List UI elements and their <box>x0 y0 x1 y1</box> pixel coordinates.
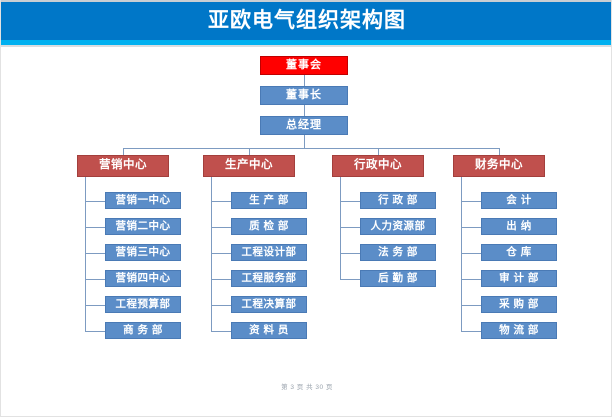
node-finance-child-2: 出 纳 <box>481 218 557 235</box>
node-label: 生 产 部 <box>249 194 289 207</box>
connector-bus-to-administration <box>378 148 379 155</box>
node-label: 后 勤 部 <box>378 272 418 285</box>
node-marketing-child-1: 营销一中心 <box>105 192 181 209</box>
connector-board-to-chairman <box>304 75 305 86</box>
node-label: 工程设计部 <box>241 246 297 259</box>
node-production-child-2: 质 检 部 <box>231 218 307 235</box>
node-label: 营销一中心 <box>115 194 171 207</box>
node-label: 物 流 部 <box>499 324 539 337</box>
node-label: 工程预算部 <box>115 298 171 311</box>
node-label: 采 购 部 <box>499 298 539 311</box>
node-finance-child-6: 物 流 部 <box>481 322 557 339</box>
node-administration-child-2: 人力资源部 <box>360 218 436 235</box>
node-label: 董事长 <box>286 89 322 101</box>
connector-spine-marketing <box>85 177 86 331</box>
node-production-child-1: 生 产 部 <box>231 192 307 209</box>
node-label: 财务中心 <box>475 159 523 172</box>
node-center-marketing: 营销中心 <box>77 155 169 177</box>
node-label: 营销四中心 <box>115 272 171 285</box>
connector-bus-to-production <box>249 148 250 155</box>
node-label: 行 政 部 <box>378 194 418 207</box>
connector-stub-marketing-4 <box>85 278 105 280</box>
node-board-of-directors: 董事会 <box>260 56 348 75</box>
connector-stub-marketing-1 <box>85 200 105 202</box>
connector-stub-finance-6 <box>461 330 481 332</box>
node-center-finance: 财务中心 <box>453 155 545 177</box>
connector-stub-production-4 <box>211 278 231 280</box>
node-label: 会 计 <box>506 194 532 207</box>
node-marketing-child-2: 营销二中心 <box>105 218 181 235</box>
connector-spine-administration <box>340 177 341 279</box>
node-label: 工程决算部 <box>241 298 297 311</box>
node-production-child-5: 工程决算部 <box>231 296 307 313</box>
node-marketing-child-3: 营销三中心 <box>105 244 181 261</box>
node-label: 营销三中心 <box>115 246 171 259</box>
node-production-child-4: 工程服务部 <box>231 270 307 287</box>
connector-stub-administration-1 <box>340 200 360 202</box>
node-label: 营销二中心 <box>115 220 171 233</box>
connector-spine-production <box>211 177 212 331</box>
connector-stub-administration-3 <box>340 252 360 254</box>
connector-stub-production-5 <box>211 304 231 306</box>
node-finance-child-4: 审 计 部 <box>481 270 557 287</box>
connector-stub-finance-1 <box>461 200 481 202</box>
page-title: 亚欧电气组织架构图 <box>208 9 406 32</box>
connector-bus-to-finance <box>499 148 500 155</box>
node-administration-child-1: 行 政 部 <box>360 192 436 209</box>
node-marketing-child-4: 营销四中心 <box>105 270 181 287</box>
connector-stub-marketing-3 <box>85 252 105 254</box>
connector-stub-finance-2 <box>461 226 481 228</box>
node-label: 营销中心 <box>99 159 147 172</box>
connector-stub-marketing-5 <box>85 304 105 306</box>
connector-stub-finance-4 <box>461 278 481 280</box>
connector-bus-horizontal <box>123 148 499 149</box>
node-center-production: 生产中心 <box>203 155 295 177</box>
node-finance-child-1: 会 计 <box>481 192 557 209</box>
node-chairman: 董事长 <box>260 86 348 105</box>
node-marketing-child-5: 工程预算部 <box>105 296 181 313</box>
node-label: 工程服务部 <box>241 272 297 285</box>
page-footer: 第 3 页 共 30 页 <box>281 384 333 391</box>
title-banner: 亚欧电气组织架构图 <box>1 0 611 40</box>
node-finance-child-3: 仓 库 <box>481 244 557 261</box>
connector-stub-production-3 <box>211 252 231 254</box>
org-chart: 董事会董事长总经理营销中心营销一中心营销二中心营销三中心营销四中心工程预算部商 … <box>1 47 611 372</box>
connector-stub-finance-5 <box>461 304 481 306</box>
connector-stub-administration-4 <box>340 278 360 280</box>
title-underline-accent <box>1 40 611 45</box>
node-label: 总经理 <box>286 119 322 131</box>
connector-stub-production-6 <box>211 330 231 332</box>
connector-stub-marketing-2 <box>85 226 105 228</box>
connector-chairman-to-gm <box>304 105 305 116</box>
node-label: 仓 库 <box>506 246 532 259</box>
node-general-manager: 总经理 <box>260 116 348 135</box>
node-label: 人力资源部 <box>370 220 426 233</box>
node-center-administration: 行政中心 <box>332 155 424 177</box>
node-administration-child-4: 后 勤 部 <box>360 270 436 287</box>
connector-stub-production-2 <box>211 226 231 228</box>
connector-stub-finance-3 <box>461 252 481 254</box>
node-label: 行政中心 <box>354 159 402 172</box>
node-production-child-6: 资 料 员 <box>231 322 307 339</box>
node-finance-child-5: 采 购 部 <box>481 296 557 313</box>
node-label: 法 务 部 <box>378 246 418 259</box>
connector-bus-to-marketing <box>123 148 124 155</box>
node-label: 质 检 部 <box>249 220 289 233</box>
node-marketing-child-6: 商 务 部 <box>105 322 181 339</box>
connector-stub-production-1 <box>211 200 231 202</box>
node-label: 出 纳 <box>506 220 532 233</box>
connector-stub-marketing-6 <box>85 330 105 332</box>
node-label: 审 计 部 <box>499 272 539 285</box>
node-label: 资 料 员 <box>249 324 289 337</box>
node-label: 生产中心 <box>225 159 273 172</box>
title-underline-edge <box>1 45 611 47</box>
node-label: 商 务 部 <box>123 324 163 337</box>
connector-stub-administration-2 <box>340 226 360 228</box>
node-production-child-3: 工程设计部 <box>231 244 307 261</box>
connector-spine-finance <box>461 177 462 331</box>
connector-gm-to-bus <box>304 135 305 148</box>
node-label: 董事会 <box>286 59 322 71</box>
node-administration-child-3: 法 务 部 <box>360 244 436 261</box>
